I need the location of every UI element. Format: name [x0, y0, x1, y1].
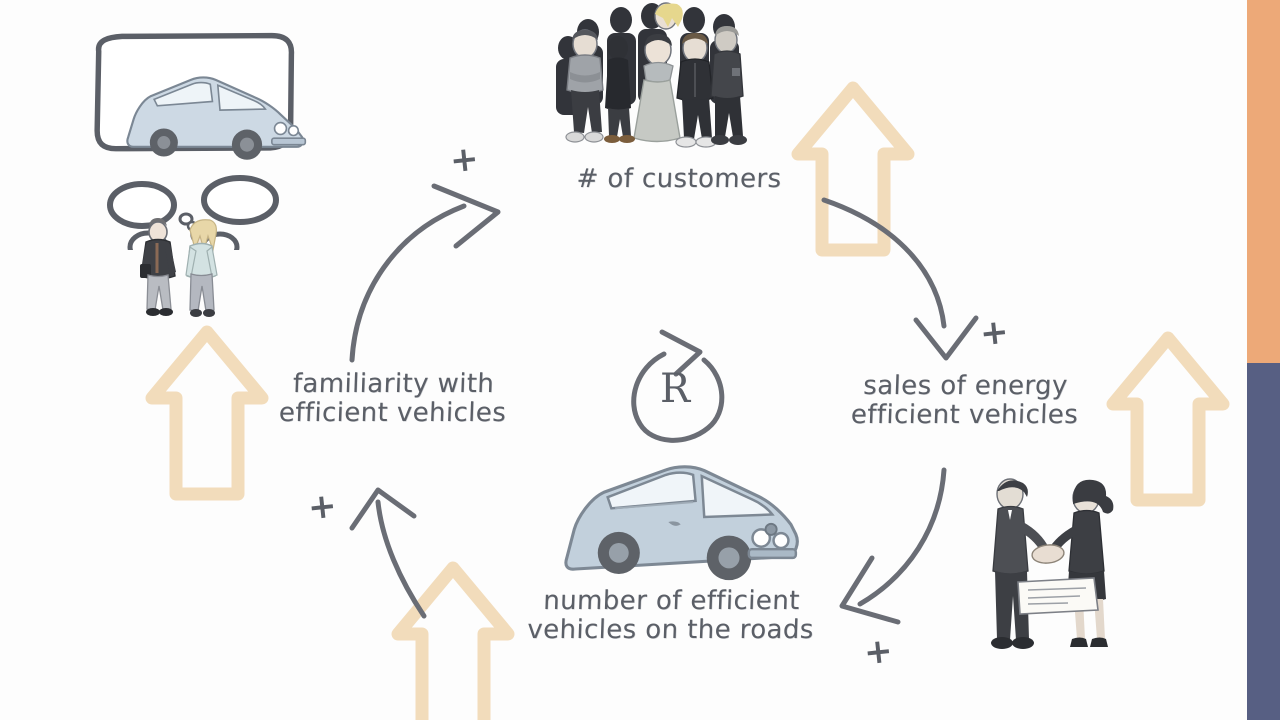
link-sales-to-vehicles-head: [839, 555, 901, 625]
edge-bar-orange: [1247, 0, 1280, 363]
business-handshake-illustration: [991, 478, 1114, 649]
node-label-familiarity: familiarity with efficient vehicles: [278, 369, 507, 429]
reinforcing-loop-label: R: [660, 366, 691, 412]
polarity-customers-to-sales: +: [977, 311, 1011, 355]
node-label-customers: # of customers: [576, 164, 783, 194]
link-vehicles-to-familiarity-head: [349, 487, 417, 531]
link-customers-to-sales: [821, 197, 947, 329]
edge-bar-navy: [1247, 363, 1280, 720]
link-vehicles-to-familiarity: [375, 499, 427, 619]
crowd-of-people-illustration: [556, 2, 747, 148]
link-familiarity-to-customers-head: [431, 183, 501, 249]
link-customers-to-sales-head: [913, 315, 979, 361]
node-label-sales: sales of energy efficient vehicles: [850, 371, 1079, 431]
node-label-vehicles-on-roads: number of efficient vehicles on the road…: [526, 586, 815, 646]
polarity-familiarity-to-customers: +: [447, 138, 481, 182]
growth-arrow-customers-icon: [791, 81, 915, 257]
polarity-sales-to-vehicles: +: [861, 630, 895, 674]
growth-arrow-sales-icon: [1106, 331, 1230, 507]
growth-arrow-vehicles-icon: [391, 561, 515, 720]
link-familiarity-to-customers: [349, 203, 467, 363]
polarity-vehicles-to-familiarity: +: [305, 485, 339, 529]
television-thought-bubble-with-car-illustration: [94, 32, 307, 250]
efficient-car-illustration: [564, 465, 799, 581]
couple-standing-illustration: [140, 212, 218, 317]
link-sales-to-vehicles: [857, 467, 947, 607]
